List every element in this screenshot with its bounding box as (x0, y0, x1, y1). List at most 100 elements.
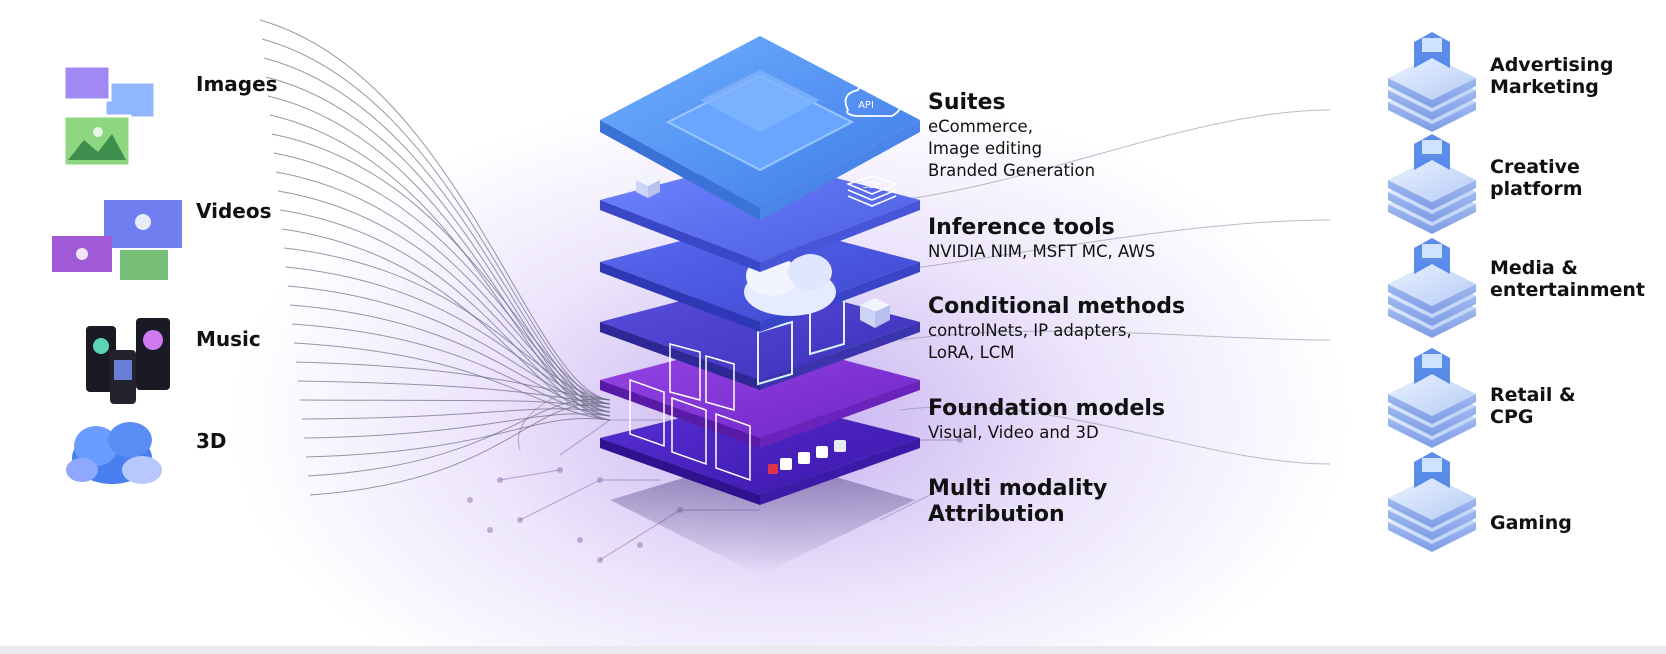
pad-screen (1422, 38, 1442, 52)
output-curve (899, 219, 1331, 271)
industry-line: Media & (1490, 257, 1578, 279)
pad-top (1388, 372, 1476, 416)
flow-curve (301, 408, 611, 420)
pad-side (1388, 510, 1476, 540)
cube-small-icon (636, 174, 660, 198)
pad-top (1388, 56, 1476, 100)
industry-label-media: Media & entertainment (1490, 257, 1645, 302)
layer-title: Multi modality (928, 476, 1108, 501)
pad-side (1388, 418, 1476, 448)
flow-curve (275, 171, 611, 409)
output-curve (899, 109, 1331, 201)
pad-side (1388, 90, 1476, 120)
flow-curve (285, 266, 611, 405)
layer-label-inference-tools: Inference tools NVIDIA NIM, MSFT MC, AWS (928, 215, 1155, 263)
pad-side (1388, 78, 1476, 108)
pad-screen (1422, 140, 1442, 154)
flow-curve (277, 190, 611, 413)
api-badge: API (858, 100, 874, 111)
output-curve (899, 330, 1331, 341)
pad-side (1388, 180, 1476, 210)
api-cloud-icon: API (844, 80, 902, 117)
input-label-images: Images (196, 72, 278, 96)
input-label-music: Music (196, 327, 261, 351)
flow-curve (305, 417, 611, 458)
flow-curve (291, 323, 611, 417)
sdk-badge: SDK (863, 181, 883, 191)
cube-icons (860, 298, 890, 328)
layer-title: Conditional methods (928, 294, 1186, 319)
industry-line: Gaming (1490, 512, 1572, 534)
block-icons (768, 440, 846, 474)
layer-suites: API (600, 36, 920, 220)
layer-sub-line: Image editing (928, 138, 1043, 158)
flow-curve (295, 361, 611, 401)
layer-sub-line: controlNets, IP adapters, (928, 320, 1132, 340)
industry-pads (1388, 32, 1476, 552)
flow-curve (259, 19, 611, 401)
images-icon (62, 64, 157, 168)
pad-screen (1422, 354, 1442, 368)
input-label-videos: Videos (196, 199, 272, 223)
industry-line: Retail & (1490, 384, 1576, 406)
pad-side (1388, 522, 1476, 552)
flow-curve (263, 57, 611, 409)
layer-sub-line: NVIDIA NIM, MSFT MC, AWS (928, 241, 1156, 261)
creative-icon (1388, 134, 1476, 234)
industry-line: Advertising (1490, 54, 1614, 76)
pad-side (1388, 204, 1476, 234)
industry-line: platform (1490, 178, 1583, 201)
flow-curve (303, 413, 611, 439)
flow-curve (287, 285, 611, 409)
output-curve (899, 406, 1331, 465)
3d-cloud-icon (66, 422, 162, 484)
pad-side (1388, 102, 1476, 132)
pad-screen (1422, 458, 1442, 472)
pad-side (1388, 296, 1476, 326)
advertising-icon (1388, 32, 1476, 132)
retail-icon (1388, 348, 1476, 448)
layer-label-multi-modality: Multi modality Attribution (928, 476, 1107, 528)
layer-label-foundation-models: Foundation models Visual, Video and 3D (928, 396, 1165, 444)
flow-curve (271, 133, 611, 401)
pad-top (1388, 158, 1476, 202)
flow-curve (307, 398, 611, 477)
industry-label-advertising: Advertising Marketing (1490, 54, 1614, 99)
industry-line: entertainment (1490, 279, 1645, 302)
pad-side (1388, 394, 1476, 424)
sdk-icon: SDK (845, 175, 899, 207)
industry-line: Creative (1490, 156, 1580, 178)
gaming-icon (1388, 452, 1476, 552)
layer-sub-line: Branded Generation (928, 160, 1096, 180)
stack-shadow (610, 455, 915, 575)
pad-side (1388, 192, 1476, 222)
pad-side (1388, 498, 1476, 528)
output-flow-curves (899, 109, 1331, 465)
pad-side (1388, 406, 1476, 436)
music-icon (86, 318, 170, 404)
pad-side (1388, 308, 1476, 338)
pad-top (1388, 476, 1476, 520)
layer-title: Inference tools (928, 215, 1115, 240)
pad-side (1388, 284, 1476, 314)
layer-sub-line: LoRA, LCM (928, 342, 1015, 362)
industry-label-retail: Retail & CPG (1490, 384, 1576, 429)
industry-line: CPG (1490, 406, 1534, 429)
input-label-3d: 3D (196, 429, 227, 453)
layer-sub-line: eCommerce, (928, 116, 1033, 136)
layer-label-conditional-methods: Conditional methods controlNets, IP adap… (928, 294, 1185, 364)
industry-line: Marketing (1490, 76, 1599, 99)
layer-label-suites: Suites eCommerce, Image editing Branded … (928, 90, 1095, 182)
pad-screen (1422, 244, 1442, 258)
media-icon (1388, 238, 1476, 338)
flow-curve (283, 247, 611, 401)
card-icons (629, 378, 751, 482)
layer-sub-line: Visual, Video and 3D (928, 422, 1099, 442)
layer-title-line2: Attribution (928, 501, 1065, 527)
bottom-strip (0, 646, 1666, 654)
input-flow-curves (259, 19, 611, 496)
industry-label-gaming: Gaming (1490, 512, 1572, 534)
layer-title: Foundation models (928, 396, 1166, 421)
